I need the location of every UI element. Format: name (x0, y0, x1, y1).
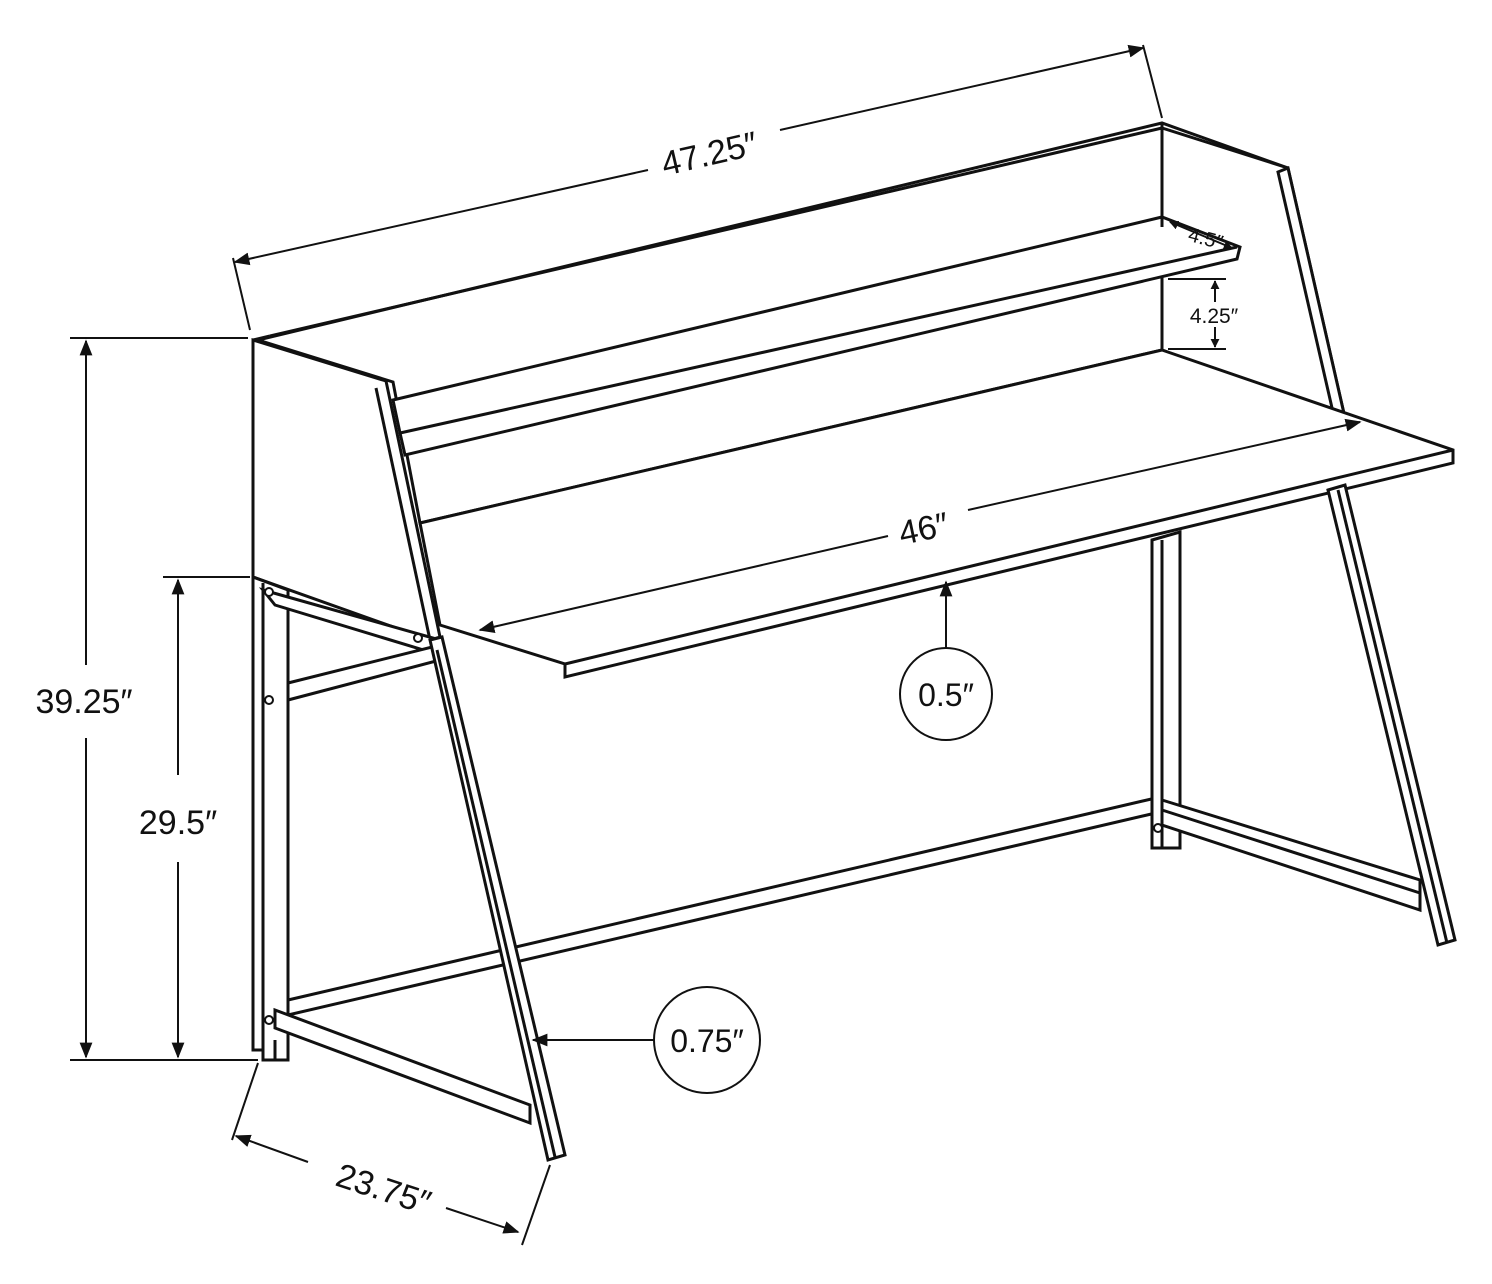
bolt-icon (264, 587, 274, 597)
desk-drawing (251, 121, 1457, 1162)
desktop-width-dimension: 46″ (478, 418, 1362, 634)
right-frame (1150, 483, 1457, 947)
desk-depth-label: 23.75″ (331, 1156, 435, 1222)
shelf-height-label: 4.25″ (1190, 305, 1239, 328)
top-thickness-label: 0.5″ (918, 677, 974, 713)
overall-height-label: 39.25″ (35, 683, 132, 721)
overall-height-dimension: 39.25″ (35, 337, 258, 1061)
bolt-icon (264, 1015, 274, 1025)
desk-height-label: 29.5″ (139, 804, 217, 842)
desktop (418, 348, 1455, 679)
bolt-icon (413, 633, 423, 643)
overall-width-label: 47.25″ (658, 125, 761, 184)
top-thickness-callout: 0.5″ (899, 580, 993, 741)
bolt-icon (264, 695, 274, 705)
desk-height-dimension: 29.5″ (139, 576, 250, 1059)
callout-circle (899, 647, 993, 741)
leg-thickness-label: 0.75″ (670, 1023, 744, 1059)
callout-circle (653, 986, 761, 1094)
shelf-height-dimension: 4.25″ (1168, 278, 1239, 350)
shelf (391, 215, 1242, 457)
desk-depth-dimension: 23.75″ (231, 1062, 551, 1246)
leg-thickness-callout: 0.75″ (531, 986, 761, 1094)
bolt-icon (1153, 823, 1163, 833)
front-left-leg (428, 635, 567, 1162)
